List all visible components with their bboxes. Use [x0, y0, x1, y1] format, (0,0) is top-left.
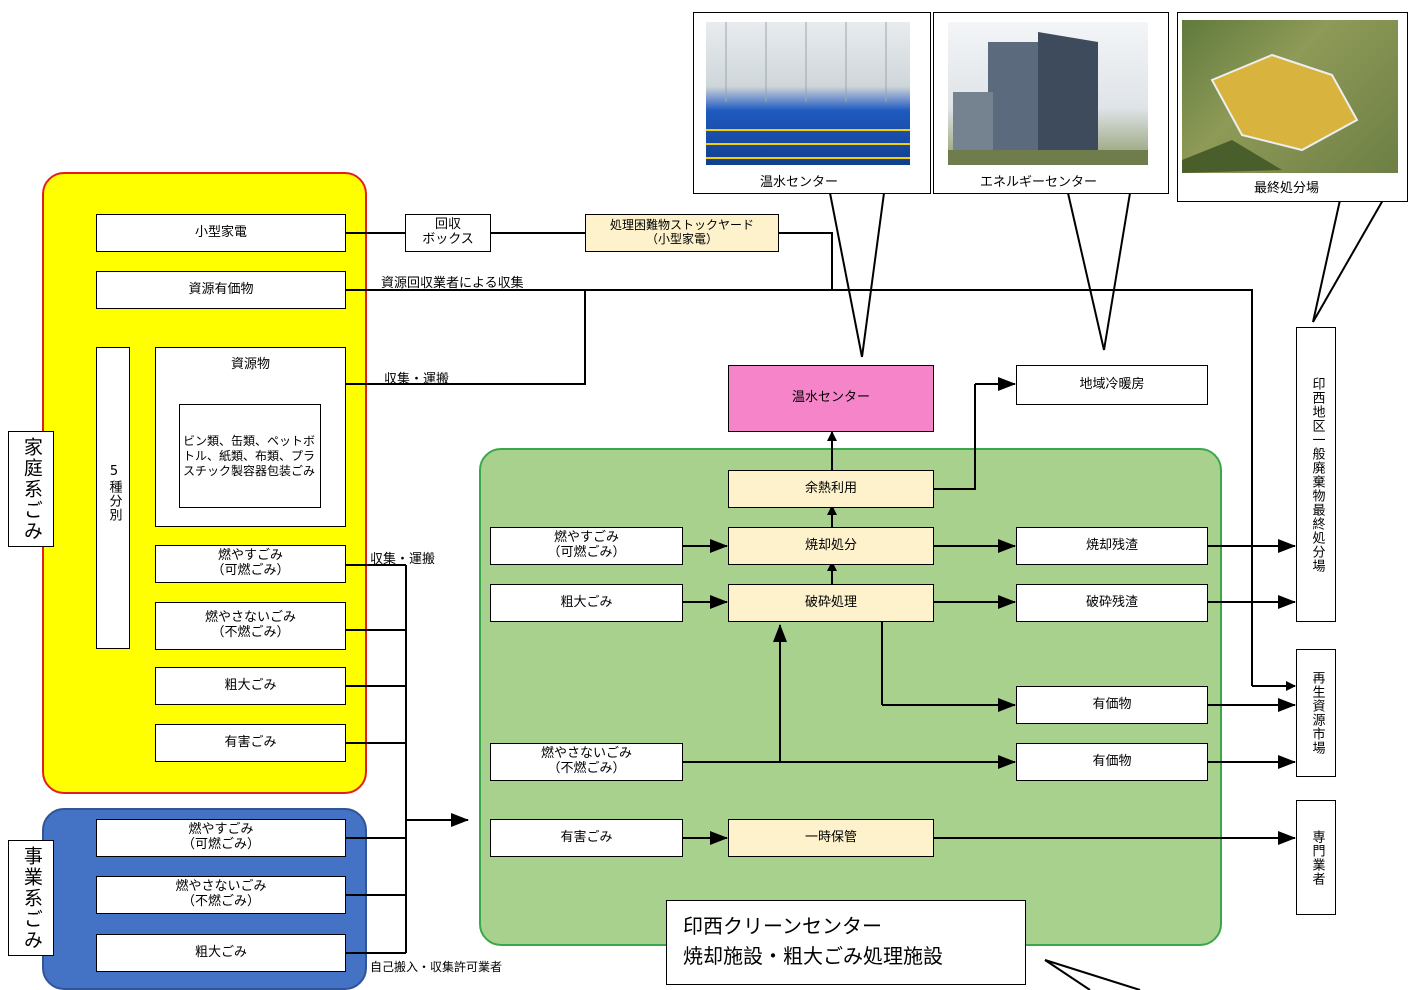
energy-photo: [948, 22, 1148, 165]
plant-title-line1: 印西クリーンセンター: [683, 914, 882, 938]
household-burnable-box: 燃やすごみ （可燃ごみ）: [155, 545, 346, 583]
household-hazardous-box: 有害ごみ: [155, 724, 346, 762]
household-bulky-box: 粗大ごみ: [155, 667, 346, 705]
five-sort-box: 5種分別: [96, 347, 130, 649]
crushing-residue-box: 破砕残渣: [1016, 584, 1208, 622]
hot-water-center-box: 温水センター: [728, 365, 934, 432]
landfill-photo: [1182, 20, 1398, 173]
district-heating-box: 地域冷暖房: [1016, 365, 1208, 405]
resource-valuables-box: 資源有価物: [96, 271, 346, 309]
collect-transport-label-1: 収集・運搬: [384, 372, 450, 387]
landfill-photo-caption: 最終処分場: [1254, 181, 1320, 196]
plant-title-box: 印西クリーンセンター 焼却施設・粗大ごみ処理施設: [666, 900, 1026, 985]
collection-box: 回収 ボックス: [405, 214, 491, 252]
household-nonburnable-box: 燃やさないごみ （不燃ごみ）: [155, 602, 346, 650]
collect-transport-label-2: 収集・運搬: [370, 552, 436, 567]
temp-storage-box: 一時保管: [728, 819, 934, 857]
resources-detail-box: ビン類、缶類、ペットボトル、紙類、布類、プラスチック製容器包装ごみ: [179, 404, 321, 508]
hot-water-photo: [706, 22, 910, 165]
plant-in-hazardous-box: 有害ごみ: [490, 819, 683, 857]
resource-collector-label: 資源回収業者による収集: [381, 276, 524, 291]
plant-in-nonburnable-box: 燃やさないごみ （不燃ごみ）: [490, 743, 683, 781]
crushing-box: 破砕処理: [728, 584, 934, 622]
energy-photo-caption: エネルギーセンター: [980, 175, 1098, 190]
side-label-business: 事業系ごみ: [8, 840, 54, 956]
stockyard-box: 処理困難物ストックヤード （小型家電）: [585, 214, 779, 252]
plant-title-line2: 焼却施設・粗大ごみ処理施設: [683, 944, 943, 968]
business-bulky-box: 粗大ごみ: [96, 934, 346, 972]
side-label-household: 家庭系ごみ: [8, 431, 54, 547]
plant-in-bulky-box: 粗大ごみ: [490, 584, 683, 622]
valuables-box-1: 有価物: [1016, 686, 1208, 724]
business-burnable-box: 燃やすごみ （可燃ごみ）: [96, 819, 346, 857]
self-delivery-label: 自己搬入・収集許可業者: [370, 960, 503, 974]
incineration-box: 焼却処分: [728, 527, 934, 565]
heat-use-box: 余熱利用: [728, 470, 934, 508]
landfill-box: 印西地区一般廃棄物最終処分場: [1296, 327, 1336, 622]
resources-title: 資源物: [230, 357, 270, 372]
valuables-box-2: 有価物: [1016, 743, 1208, 781]
contractor-box: 専門業者: [1296, 800, 1336, 915]
recycle-market-box: 再生資源市場: [1296, 649, 1336, 777]
plant-in-burnable-box: 燃やすごみ （可燃ごみ）: [490, 527, 683, 565]
business-nonburnable-box: 燃やさないごみ （不燃ごみ）: [96, 876, 346, 914]
incineration-residue-box: 焼却残渣: [1016, 527, 1208, 565]
hot-water-photo-caption: 温水センター: [760, 175, 839, 190]
small-appliances-box: 小型家電: [96, 214, 346, 252]
